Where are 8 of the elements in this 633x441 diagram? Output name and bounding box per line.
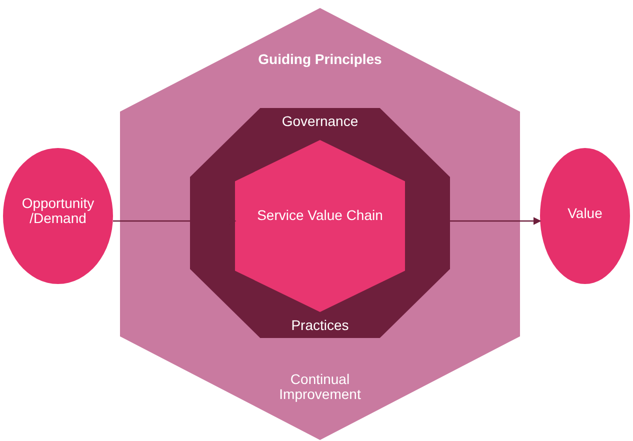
node-label: Governance [280,114,360,130]
node-label: Value [566,206,604,222]
node-label: Guiding Principles [257,52,383,68]
node-label: Opportunity /Demand [20,196,96,227]
node-label: Continual Improvement [278,372,362,403]
node-label: Practices [290,318,350,334]
connector-arrow [113,217,236,225]
node-label: Service Value Chain [256,208,384,224]
